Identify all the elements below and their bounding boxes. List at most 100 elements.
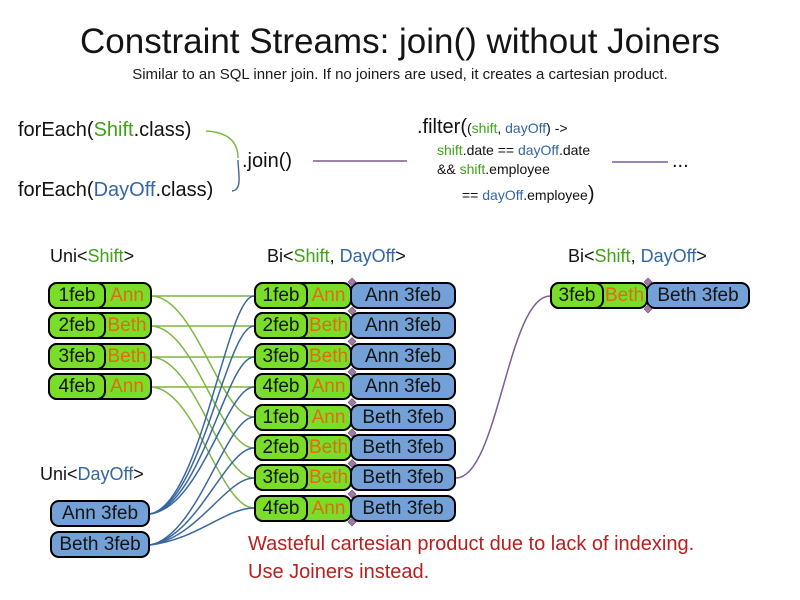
dayoff-cell: Beth 3feb	[350, 464, 456, 491]
code-text: .date ==	[462, 142, 518, 158]
dayoff-cell: Ann 3feb	[350, 373, 456, 400]
page-subtitle: Similar to an SQL inner join. If no join…	[132, 66, 668, 83]
shift-date-cell: 2feb	[254, 434, 308, 461]
code-text: ) ->	[546, 120, 568, 136]
table-row: Beth 3feb	[50, 531, 150, 558]
shift-employee-cell: Beth	[107, 314, 147, 336]
shift-date-cell: 4feb	[48, 373, 106, 400]
code-text: forEach(	[18, 119, 94, 141]
dayoff-type-token: DayOff	[339, 246, 396, 266]
warning-note: Wasteful cartesian product due to lack o…	[248, 530, 694, 586]
shift-class-token: Shift	[93, 119, 134, 141]
code-text: (	[467, 120, 472, 136]
label-text: ,	[630, 246, 641, 266]
code-foreach-dayoff: forEach(DayOff.class)	[18, 179, 213, 202]
shift-employee-cell: Ann	[311, 375, 346, 397]
shift-date-cell: 3feb	[48, 343, 106, 370]
shift-param-token: shift	[471, 120, 498, 136]
join-brace-lines	[205, 130, 668, 192]
shift-employee-cell: Beth	[308, 436, 349, 458]
shift-employee-cell: Ann	[110, 284, 144, 306]
code-text: forEach(	[18, 179, 94, 201]
label-text: Uni<	[40, 464, 78, 484]
shift-type-token: Shift	[293, 246, 330, 266]
shift-employee-cell: Ann	[311, 284, 346, 306]
label-bi-middle: Bi<Shift, DayOff>	[267, 246, 406, 267]
label-text: >	[133, 464, 144, 484]
join-result-connector	[455, 295, 551, 479]
dayoff-cell: Beth 3feb	[350, 434, 456, 461]
dayoff-cell: Ann 3feb	[350, 312, 456, 339]
dayoff-cell: Beth 3feb	[350, 404, 456, 431]
shift-employee-cell: Ann	[311, 497, 346, 519]
shift-employee-cell: Beth	[604, 284, 645, 306]
label-uni-shift: Uni<Shift>	[50, 246, 134, 267]
dayoff-param-token: dayOff	[517, 142, 559, 158]
shift-date-cell: 2feb	[48, 312, 106, 339]
dayoff-type-token: DayOff	[77, 464, 134, 484]
shift-date-cell: 3feb	[254, 464, 308, 491]
shift-date-cell: 1feb	[48, 282, 106, 309]
shift-employee-cell: Ann	[311, 406, 346, 428]
code-text: .date	[558, 142, 591, 158]
shift-employee-cell: Beth	[308, 466, 349, 488]
dayoff-class-token: DayOff	[93, 179, 156, 201]
dayoff-cell: Beth 3feb	[646, 282, 750, 309]
shift-date-cell: 3feb	[550, 282, 604, 309]
code-text: ==	[462, 187, 483, 203]
shift-employee-cell: Beth	[308, 314, 349, 336]
shift-connector-lines	[151, 295, 255, 509]
code-filter-line3: && shift.employee	[437, 161, 550, 177]
label-uni-dayoff: Uni<DayOff>	[40, 464, 144, 485]
filter-head: .filter(	[417, 116, 467, 138]
shift-date-cell: 2feb	[254, 312, 308, 339]
dayoff-connector-lines	[149, 295, 255, 546]
label-text: Uni<	[50, 246, 88, 266]
label-text: >	[123, 246, 135, 266]
dayoff-brace-curve	[231, 159, 240, 192]
code-filter-line2: shift.date == dayOff.date	[437, 142, 590, 158]
code-text: .employee	[523, 187, 588, 203]
shift-date-cell: 4feb	[254, 495, 308, 522]
shift-date-cell: 4feb	[254, 373, 308, 400]
dayoff-param-token: dayOff	[482, 187, 524, 203]
code-join: .join()	[242, 150, 293, 172]
shift-type-token: Shift	[594, 246, 631, 266]
label-text: ,	[329, 246, 340, 266]
code-text: .class)	[155, 179, 214, 201]
dayoff-cell: Beth 3feb	[350, 495, 456, 522]
shift-param-token: shift	[459, 161, 486, 177]
table-row: Ann 3feb	[50, 500, 150, 527]
code-filter-line4: == dayOff.employee)	[462, 183, 595, 206]
shift-employee-cell: Ann	[110, 375, 144, 397]
code-foreach-shift: forEach(Shift.class)	[18, 119, 191, 142]
label-text: Bi<	[568, 246, 595, 266]
dayoff-cell: Ann 3feb	[350, 282, 456, 309]
code-text: &&	[437, 161, 460, 177]
dayoff-param-token: dayOff	[505, 120, 547, 136]
code-ellipsis: ...	[672, 150, 689, 172]
code-text: .class)	[133, 119, 192, 141]
warning-note-line1: Wasteful cartesian product due to lack o…	[248, 533, 695, 555]
